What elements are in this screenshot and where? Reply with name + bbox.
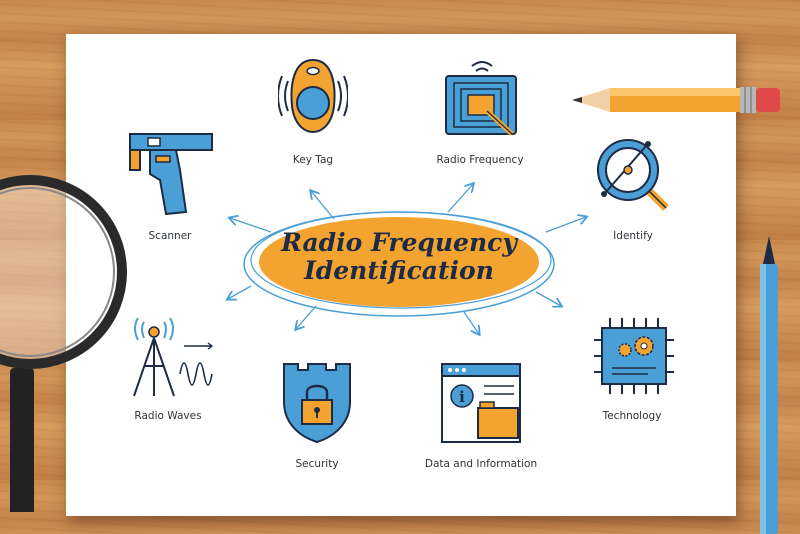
radio-frequency-icon — [445, 61, 517, 136]
technology-icon — [594, 318, 674, 394]
paper-sheet: Radio Frequency Identification Key Tag R… — [66, 34, 736, 516]
data-information-icon: i — [441, 363, 521, 443]
label-radio-frequency: Radio Frequency — [436, 154, 524, 166]
center-diagram — [66, 34, 736, 516]
label-radio-waves: Radio Waves — [134, 410, 202, 422]
label-data-and-information: Data and Information — [424, 458, 538, 470]
arrow-identify — [545, 217, 586, 233]
arrow-scanner — [230, 218, 272, 233]
arrow-data — [463, 311, 479, 334]
label-technology: Technology — [602, 410, 662, 422]
pen-icon — [760, 236, 778, 534]
label-scanner: Scanner — [148, 230, 192, 242]
label-identify: Identify — [613, 230, 653, 242]
arrow-technology — [535, 291, 561, 306]
title-ellipse — [259, 217, 539, 307]
pencil-icon — [572, 87, 780, 113]
arrow-radio-waves — [228, 285, 252, 299]
label-key-tag: Key Tag — [292, 154, 334, 166]
key-tag-icon — [278, 58, 348, 134]
scanner-icon — [129, 133, 213, 216]
title-line-1: Radio Frequency — [281, 228, 517, 257]
magnifier-icon — [0, 175, 127, 512]
svg-text:i: i — [459, 388, 465, 406]
label-security: Security — [295, 458, 339, 470]
arrow-security — [296, 305, 317, 329]
arrow-radio-frequency — [447, 184, 473, 213]
security-icon — [283, 363, 351, 444]
arrow-key-tag — [311, 191, 335, 220]
radio-waves-icon — [133, 317, 214, 397]
title-line-2: Identification — [304, 256, 494, 285]
identify-icon — [597, 139, 669, 211]
